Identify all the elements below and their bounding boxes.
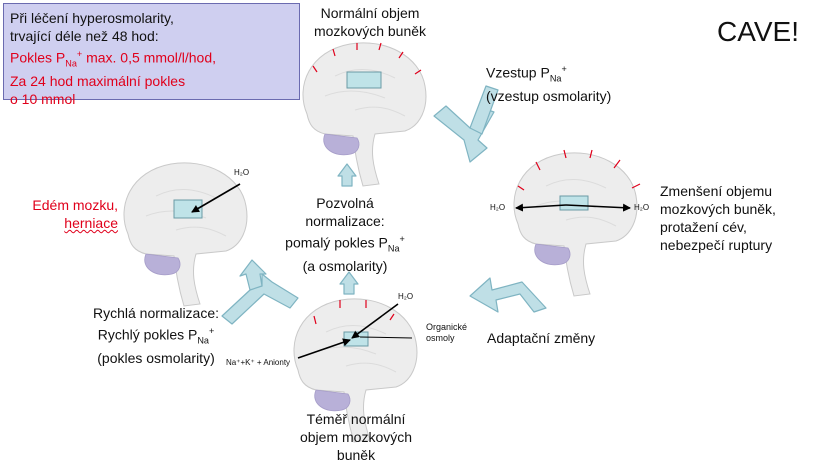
info-box: Při léčení hyperosmolarity, trvající dél… [3, 3, 300, 107]
fast-label: Rychlá normalizace: Rychlý pokles PNa+ (… [92, 305, 220, 367]
water-label-right-1: H₂O [490, 203, 506, 212]
water-arrow-right-out2 [565, 203, 631, 212]
ions-label: Na⁺+K⁺ + Anionty [226, 358, 291, 367]
brain-left-illustration [123, 162, 248, 307]
organic-arrow [359, 336, 413, 339]
brain-right-illustration [513, 149, 641, 297]
info-line-1: Při léčení hyperosmolarity, [10, 10, 174, 26]
arrow-fast-up [239, 259, 267, 291]
top-brain-label: Normální objem mozkových buněk [313, 5, 427, 39]
arrow-rise-stem [469, 85, 499, 135]
info-line-3: Pokles PNa+ max. 0,5 mmol/l/hod, [10, 49, 217, 69]
arrow-adapt [469, 277, 547, 313]
ions-arrow-bottom [297, 338, 351, 359]
water-arrow-bottom [351, 303, 399, 339]
adapt-label: Adaptační změny [487, 330, 596, 346]
arrow-slow-up-small [337, 163, 357, 187]
organic-osmoles-label: Organické osmoly [426, 322, 468, 343]
slow-label: Pozvolná normalizace: pomalý pokles PNa+… [285, 195, 405, 275]
brain-top-illustration [302, 42, 427, 187]
arrow-slow-up-bottom [339, 271, 359, 295]
info-line-5: o 10 mmol [10, 91, 76, 108]
water-label-right-2: H₂O [634, 203, 650, 212]
water-label-left: H₂O [234, 168, 250, 177]
rise-label: Vzestup PNa+ (vzestup osmolarity) [486, 64, 612, 105]
info-line-4: Za 24 hod maximální pokles [10, 73, 186, 90]
water-arrow-left [191, 183, 241, 213]
info-line-2: trvající déle než 48 hod: [10, 28, 159, 44]
water-label-bottom: H₂O [398, 292, 414, 301]
edema-label: Edém mozku, herniace [32, 197, 118, 231]
shrink-label: Zmenšení objemu mozkových buněk, protaže… [660, 183, 776, 253]
bottom-brain-label: Téměř normální objem mozkových buněk [299, 411, 413, 463]
cave-label: CAVE! [717, 16, 799, 47]
water-arrow-right-out1 [515, 203, 567, 212]
